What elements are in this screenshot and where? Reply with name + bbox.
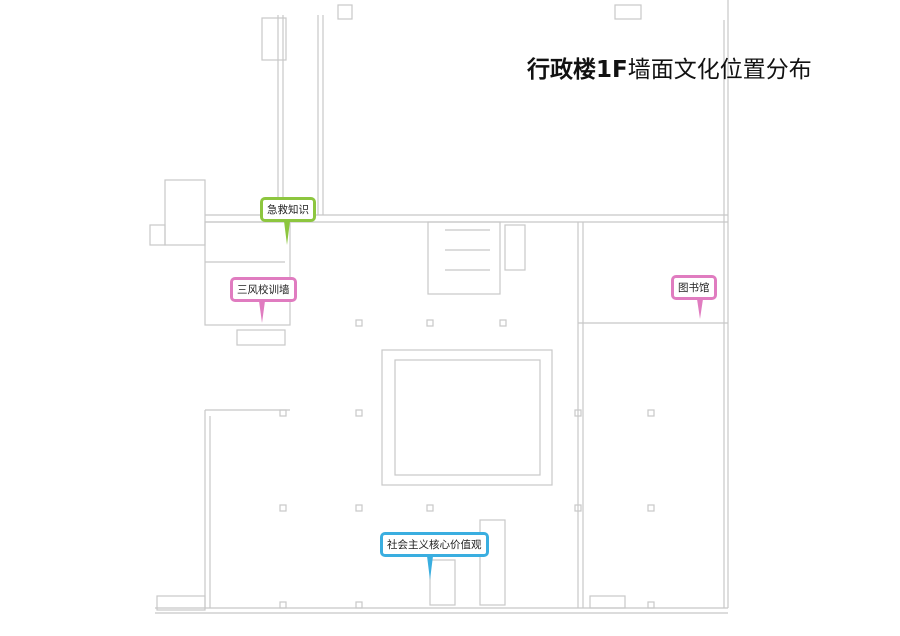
label-core-values: 社会主义核心价值观	[380, 532, 489, 557]
label-library: 图书馆	[671, 275, 717, 300]
page-title: 行政楼1F墙面文化位置分布	[527, 50, 812, 84]
label-motto-wall: 三风校训墙	[230, 277, 297, 302]
pointer-library	[697, 299, 703, 319]
pointer-first-aid	[284, 221, 290, 245]
columns	[279, 319, 655, 609]
pointer-core-values	[427, 556, 433, 580]
title-rest: 墙面文化位置分布	[627, 57, 812, 83]
title-bold: 行政楼1F	[527, 57, 628, 83]
label-first-aid: 急救知识	[260, 197, 316, 222]
pointer-motto-wall	[259, 301, 265, 323]
